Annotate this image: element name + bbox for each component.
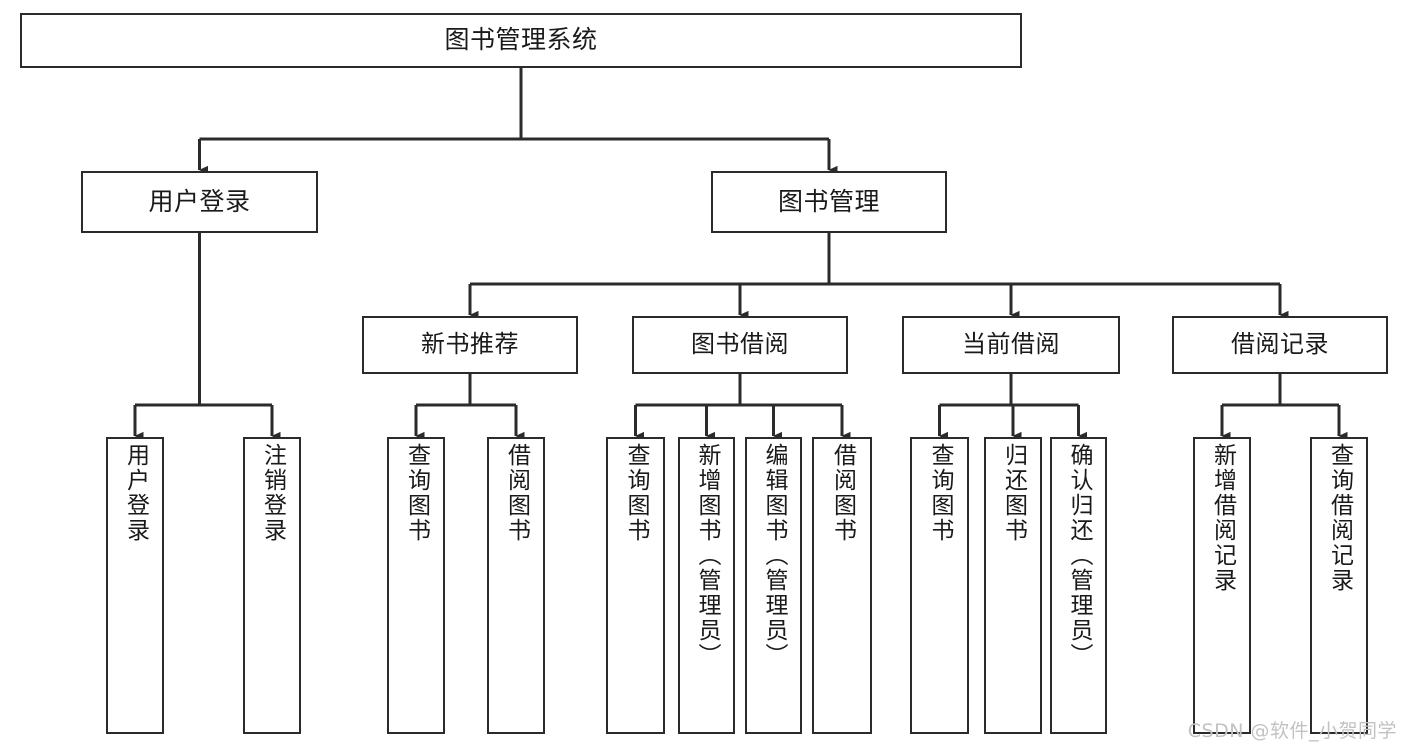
node-label: 当前借阅 (962, 330, 1060, 359)
node-label: 新增图书（管理员） (694, 443, 720, 668)
node-borrow-rec[interactable]: 借阅记录 (1172, 316, 1388, 374)
node-label: 借阅图书 (829, 443, 856, 543)
node-label: 图书管理 (777, 186, 880, 216)
node-leaf-br-query[interactable]: 查询借阅记录 (1310, 437, 1368, 734)
node-book-manage[interactable]: 图书管理 (711, 171, 947, 233)
node-label: 注销登录 (259, 443, 286, 543)
node-leaf-br-add[interactable]: 新增借阅记录 (1193, 437, 1251, 734)
node-leaf-bb-add[interactable]: 新增图书（管理员） (678, 437, 735, 734)
node-user-login[interactable]: 用户登录 (81, 171, 318, 233)
node-label: 查询图书 (403, 443, 430, 543)
node-leaf-nbr-query[interactable]: 查询图书 (387, 437, 445, 734)
node-leaf-nbr-borrow[interactable]: 借阅图书 (487, 437, 545, 734)
node-label: 借阅图书 (503, 443, 530, 543)
node-label: 新书推荐 (421, 330, 519, 359)
node-label: 查询借阅记录 (1326, 443, 1353, 593)
node-label: 借阅记录 (1231, 330, 1329, 359)
node-cur-borrow[interactable]: 当前借阅 (902, 316, 1120, 374)
node-label: 查询图书 (927, 443, 953, 543)
node-leaf-user-logout[interactable]: 注销登录 (243, 437, 301, 734)
node-leaf-user-login[interactable]: 用户登录 (106, 437, 164, 734)
node-leaf-cb-query[interactable]: 查询图书 (910, 437, 969, 734)
node-leaf-bb-edit[interactable]: 编辑图书（管理员） (745, 437, 802, 734)
node-new-book-rec[interactable]: 新书推荐 (362, 316, 578, 374)
node-label: 查询图书 (623, 443, 649, 543)
watermark: CSDN @软件_小贺同学 (1187, 720, 1397, 742)
node-leaf-bb-borrow[interactable]: 借阅图书 (812, 437, 872, 734)
node-leaf-cb-return[interactable]: 归还图书 (984, 437, 1042, 734)
node-label: 图书管理系统 (444, 25, 598, 55)
node-label: 归还图书 (1000, 443, 1027, 543)
node-label: 用户登录 (122, 443, 149, 543)
node-leaf-bb-query[interactable]: 查询图书 (606, 437, 665, 734)
node-book-borrow[interactable]: 图书借阅 (632, 316, 848, 374)
node-label: 新增借阅记录 (1209, 443, 1236, 593)
node-root[interactable]: 图书管理系统 (20, 13, 1022, 68)
node-leaf-cb-confirm[interactable]: 确认归还（管理员） (1050, 437, 1107, 734)
node-label: 确认归还（管理员） (1066, 443, 1092, 668)
node-label: 编辑图书（管理员） (761, 443, 787, 668)
node-label: 图书借阅 (691, 330, 789, 359)
node-label: 用户登录 (148, 186, 251, 216)
